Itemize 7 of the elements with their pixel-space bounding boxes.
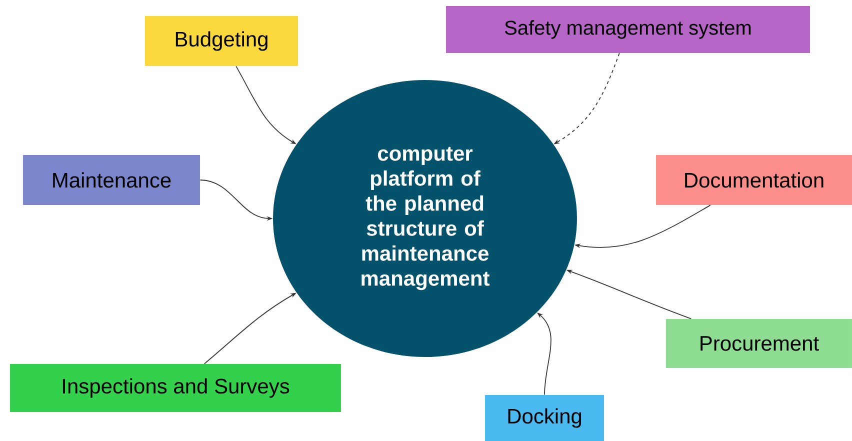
topic-box: Procurement (666, 319, 852, 368)
topic-box: Safety management system (446, 6, 810, 53)
topic-box: Docking (485, 395, 604, 441)
topic-box: Budgeting (145, 16, 298, 66)
topic-box: Inspections and Surveys (10, 364, 341, 412)
topic-box: Documentation (656, 155, 852, 205)
topic-box: Maintenance (23, 155, 200, 205)
